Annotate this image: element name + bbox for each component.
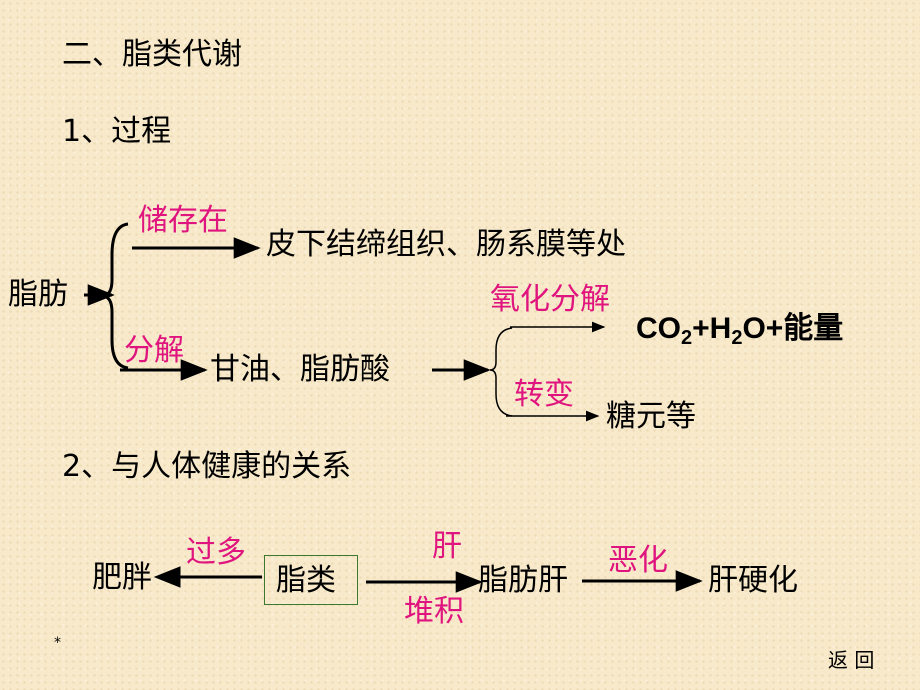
label-store: 储存在 [138, 203, 228, 238]
node-obesity: 肥胖 [92, 560, 152, 595]
branch-bracket [489, 327, 513, 417]
back-link[interactable]: 返 回 [828, 648, 875, 672]
node-store-target: 皮下结缔组织、肠系膜等处 [266, 227, 626, 262]
slide-heading: 二、脂类代谢 [62, 37, 242, 72]
node-glycerol-fatty-acid: 甘油、脂肪酸 [210, 352, 390, 387]
node-glycogen: 糖元等 [606, 399, 696, 434]
node-lipid: 脂类 [276, 563, 336, 598]
label-excess: 过多 [186, 535, 246, 570]
lipid-box [264, 555, 358, 605]
label-liver: 肝 [432, 529, 462, 564]
label-decompose: 分解 [124, 333, 184, 368]
node-cirrhosis: 肝硬化 [708, 563, 798, 598]
node-fat: 脂肪 [8, 277, 68, 312]
node-fatty-liver: 脂肪肝 [478, 563, 568, 598]
label-oxidize: 氧化分解 [490, 282, 610, 317]
label-convert: 转变 [514, 377, 574, 412]
label-worsen: 恶化 [608, 543, 668, 578]
label-accumulate: 堆积 [404, 594, 464, 629]
node-oxidize-product: CO2+H2O+能量 [636, 312, 844, 349]
section-health-title: 2、与人体健康的关系 [62, 449, 352, 484]
section-process-title: 1、过程 [62, 114, 172, 149]
footer-marker: * [54, 635, 61, 651]
split-brace [103, 222, 129, 370]
